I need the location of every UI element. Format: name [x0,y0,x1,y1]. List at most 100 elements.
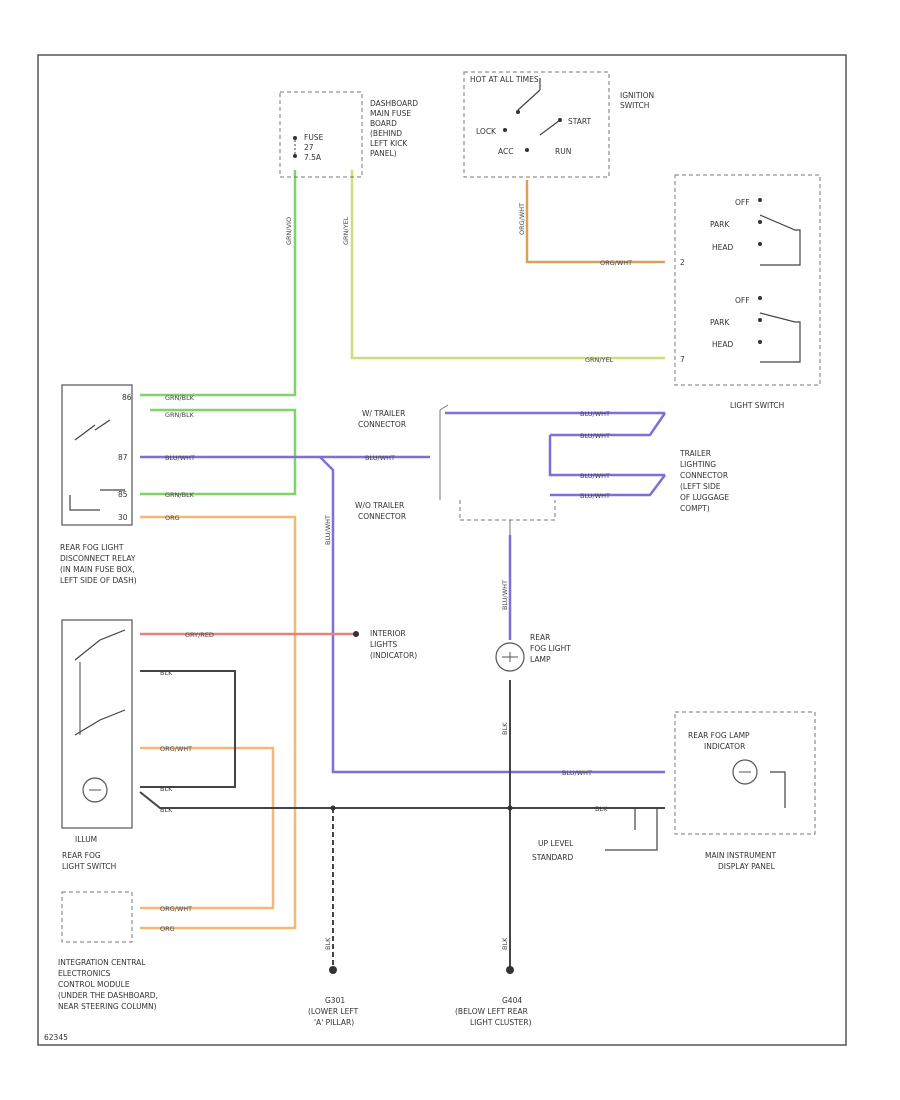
fog-lamp-icon [495,642,525,672]
ignition-start-label: START [568,117,592,126]
wire-label-ind-bu: BLU/WHT [562,769,592,777]
control-module: ORG/WHT ORG INTEGRATION CENTRAL ELECTRON… [58,891,192,1011]
wire-label-relay-1: GRN/BLK [165,394,195,402]
ignition-switch: HOT AT ALL TIMES LOCK ACC RUN START IGNI… [463,71,654,235]
interior-lights-3: (INDICATOR) [370,651,417,660]
light-switch-pin-2: 7 [680,355,685,364]
ground-g301-icon [329,966,337,974]
main-instrument-display: REAR FOG LAMP INDICATOR BLU/WHT BLK MAIN… [532,711,816,871]
fog-light-switch: ILLUM BLK ORG/WHT BLK BLK REAR FOG LIGHT… [61,619,192,871]
fog-switch-illum: ILLUM [75,835,97,844]
module-title-5: NEAR STEERING COLUMN) [58,1002,157,1011]
light-switch-park-1: PARK [710,220,730,229]
diagram-frame [37,54,847,1046]
ignition-lock-label: LOCK [476,127,497,136]
wire-label-fog-blk-1: BLK [160,669,173,677]
wire-level [605,808,658,851]
relay-title-2: DISCONNECT RELAY [60,554,136,563]
wire-label-org-wht-v: ORG/WHT [518,203,526,235]
wire-org-wht-ign [525,180,665,264]
ignition-run-label: RUN [555,147,571,156]
light-switch-pin-1: 2 [680,258,685,267]
relay-title-3: (IN MAIN FUSE BOX, [60,565,135,574]
wire-label-fog-blk-2: BLK [160,785,173,793]
light-switch-title: LIGHT SWITCH [730,401,784,410]
trailer-lighting-4: (LEFT SIDE [680,482,721,491]
module-title-2: ELECTRONICS [58,969,111,978]
trailer-w-2: CONNECTOR [358,420,406,429]
fuse-label-2: 27 [304,143,314,152]
interior-lights: GRY/RED INTERIOR LIGHTS (INDICATOR) [185,629,417,660]
light-switch: OFF PARK HEAD OFF PARK HEAD 2 7 LIGHT SW… [585,174,821,410]
ground-g404-icon [506,966,514,974]
g404-title-3: LIGHT CLUSTER) [470,1018,532,1027]
trailer-lighting-6: COMPT) [680,504,710,513]
g301-title-3: 'A' PILLAR) [314,1018,354,1027]
wire-blu-wht-indicator [319,456,665,774]
ignition-hot-label: HOT AT ALL TIMES [470,75,539,84]
ignition-title-1: IGNITION [620,91,654,100]
fog-switch-title-1: REAR FOG [62,851,101,860]
fog-lamp-title-1: REAR [530,633,550,642]
trailer-connectors: W/ TRAILER CONNECTOR W/O TRAILER CONNECT… [324,404,729,545]
fog-lamp-title-3: LAMP [530,655,551,664]
module-title-3: CONTROL MODULE [58,980,130,989]
wire-label-g301: BLK [324,937,332,950]
interior-lights-1: INTERIOR [370,629,406,638]
wire-label-g404: BLK [501,937,509,950]
wire-grn-vio-fuse [140,170,297,397]
wire-label-lamp-blk: BLK [501,722,509,735]
indicator-bulb-icon [732,759,758,785]
wire-label-fog-blk-3: BLK [160,806,173,814]
wire-label-mid: BLU/WHT [365,454,395,462]
relay-pin-85: 85 [118,490,128,499]
fog-light-relay: 86 87 85 30 GRN/BLK GRN/BLK BLU/WHT GRN/… [60,384,195,585]
wire-label-trailer-4: BLU/WHT [580,492,610,500]
wire-label-grn-vio-v: GRN/VIO [285,217,293,245]
wire-blu-wht-trailer [445,411,667,497]
light-switch-head-2: HEAD [712,340,734,349]
illum-bulb-icon [82,777,108,803]
wire-label-trailer-2: BLU/WHT [580,432,610,440]
level-1: UP LEVEL [538,839,574,848]
wire-blk-ground-bus [139,791,665,809]
module-title-1: INTEGRATION CENTRAL [58,958,146,967]
g404-title-1: G404 [502,996,522,1005]
wire-label-relay-3: BLU/WHT [165,454,195,462]
fuse-box-line-2: MAIN FUSE [370,109,411,118]
fuse-label-1: FUSE [304,133,324,142]
wire-label-trailer-1: BLU/WHT [580,410,610,418]
wire-label-org-wht: ORG/WHT [600,259,632,267]
level-2: STANDARD [532,853,573,862]
light-switch-off-2: OFF [735,296,750,305]
wire-grn-blk-87 [140,408,297,496]
relay-pin-30: 30 [118,513,128,522]
wires [139,170,786,968]
light-switch-off-1: OFF [735,198,750,207]
wire-grn-yel-fuse [350,170,665,360]
wire-label-grn-yel: GRN/YEL [585,356,614,364]
trailer-lighting-2: LIGHTING [680,460,716,469]
light-switch-park-2: PARK [710,318,730,327]
fog-switch-title-2: LIGHT SWITCH [62,862,116,871]
wire-label-lamp-bu: BLU/WHT [501,580,509,610]
relay-title-1: REAR FOG LIGHT [60,543,124,552]
trailer-w-1: W/ TRAILER [362,409,405,418]
rear-fog-lamp: BLU/WHT BLK REAR FOG LIGHT LAMP [495,580,571,735]
wire-org-relay [140,515,297,930]
wire-label-trailer-3: BLU/WHT [580,472,610,480]
fuse-box-line-6: PANEL) [370,149,397,158]
indicator-title-1: REAR FOG LAMP [688,731,750,740]
g301-title-1: G301 [325,996,345,1005]
interior-lights-2: LIGHTS [370,640,397,649]
ignition-title-2: SWITCH [620,101,649,110]
trailer-wo-1: W/O TRAILER [355,501,404,510]
light-switch-head-1: HEAD [712,243,734,252]
fuse-box-line-5: LEFT KICK [370,139,408,148]
trailer-lighting-3: CONNECTOR [680,471,728,480]
wire-label-ind-blk: BLK [595,805,608,813]
trailer-wo-2: CONNECTOR [358,512,406,521]
fuse-box-line-1: DASHBOARD [370,99,418,108]
wire-label-grn-yel-v: GRN/YEL [342,216,350,245]
display-panel-1: MAIN INSTRUMENT [705,851,776,860]
